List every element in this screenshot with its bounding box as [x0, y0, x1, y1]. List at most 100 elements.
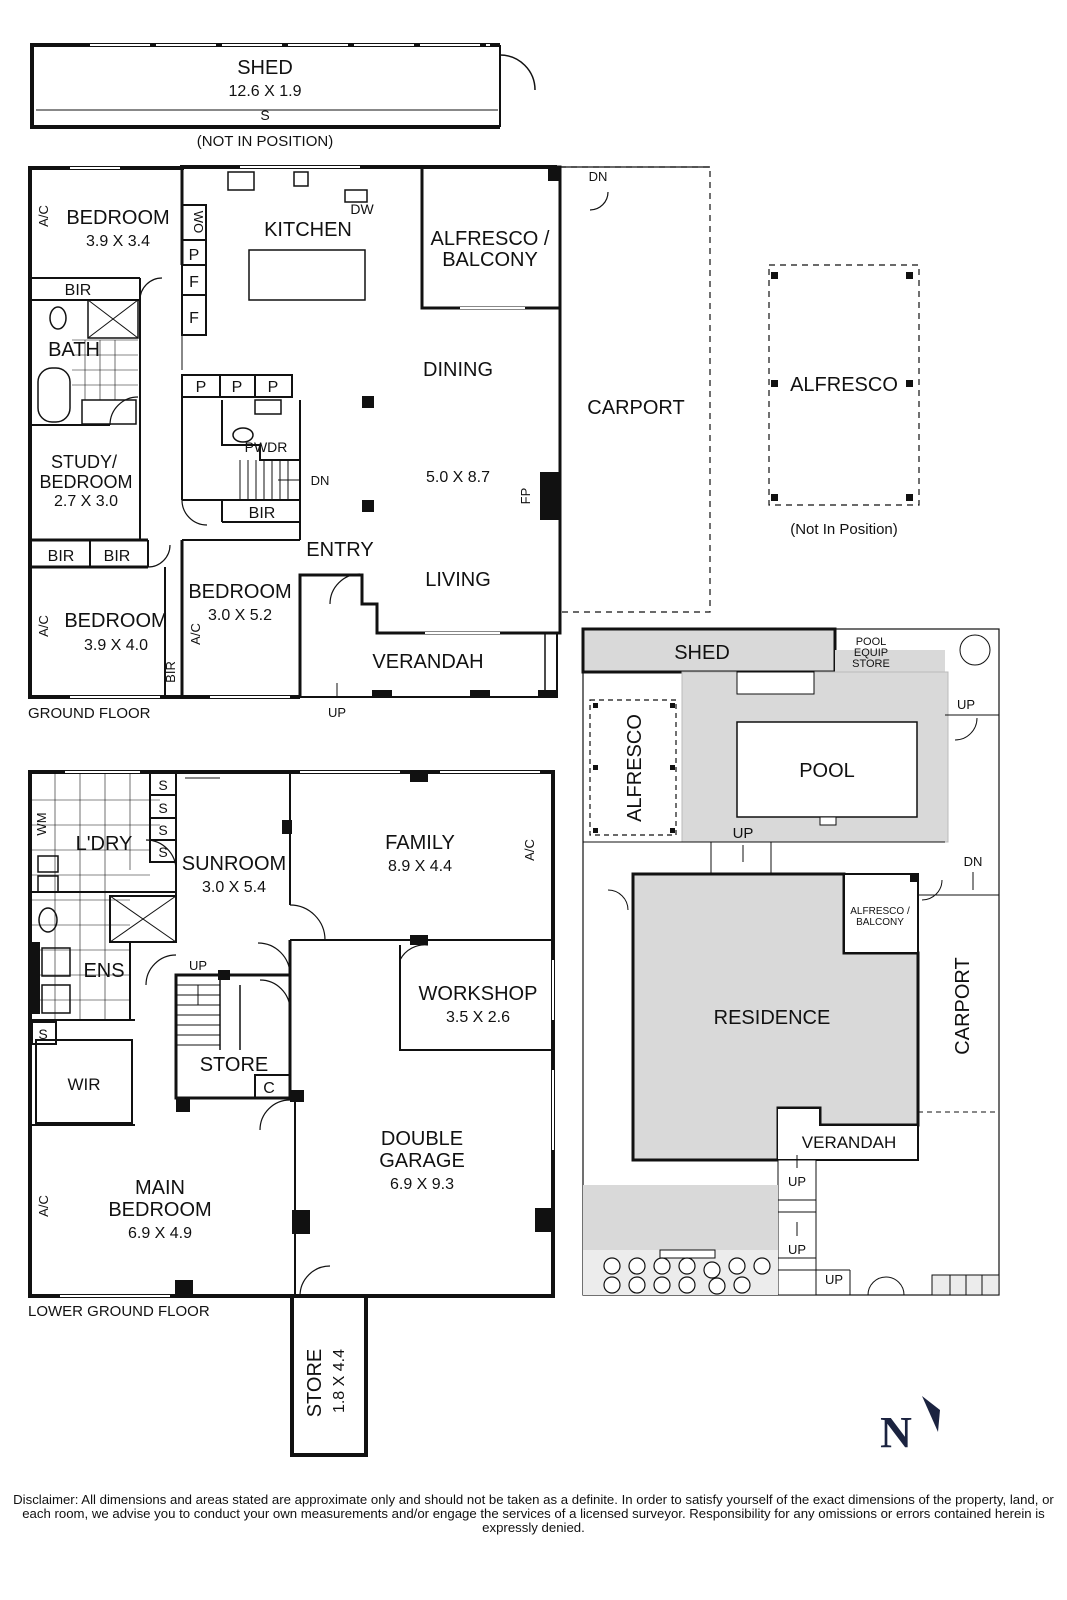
ac-label-1: A/C — [36, 205, 51, 227]
pantry-label-2: P — [196, 379, 207, 396]
wm-label: WM — [34, 812, 49, 835]
site-shed-label: SHED — [674, 642, 730, 664]
pool-equip-label-1: POOL — [856, 636, 887, 648]
bedroom-1-size: 3.9 X 3.4 — [86, 233, 150, 250]
up-label-2: UP — [189, 958, 207, 973]
verandah-label: VERANDAH — [372, 651, 483, 673]
ac-label-4: A/C — [522, 839, 537, 861]
ac-label-3: A/C — [36, 615, 51, 637]
garage-size: 6.9 X 9.3 — [390, 1176, 454, 1193]
site-up-label-1: UP — [957, 697, 975, 712]
shed-size: 12.6 X 1.9 — [229, 83, 302, 100]
pantry-label-1: P — [189, 247, 200, 264]
bedroom-3-size: 3.9 X 4.0 — [84, 637, 148, 654]
pantry-label-3: P — [232, 379, 243, 396]
store-label: STORE — [200, 1054, 269, 1076]
bedroom-1-name: BEDROOM — [66, 207, 169, 229]
site-up-label-2: UP — [733, 825, 754, 842]
lower-ground-floor-labels: WM L'DRY S S S S SUNROOM 3.0 X 5.4 FAMIL… — [28, 777, 537, 1417]
sunroom-size: 3.0 X 5.4 — [202, 879, 266, 896]
shelf-label-4: S — [158, 844, 167, 860]
family-size: 8.9 X 4.4 — [388, 858, 452, 875]
site-dn-label: DN — [964, 854, 983, 869]
north-compass: N — [880, 1396, 940, 1457]
ground-floor-labels: KITCHEN DW WO P F F P P P ALFRESCO / BAL… — [28, 169, 685, 722]
bir-label-1: BIR — [65, 282, 92, 299]
fp-label: FP — [518, 488, 533, 505]
site-up-label-3: UP — [788, 1174, 806, 1189]
disclaimer-text: Disclaimer: All dimensions and areas sta… — [13, 1492, 1054, 1535]
ens-label: ENS — [83, 960, 124, 982]
dw-label: DW — [350, 201, 374, 217]
bir-label-2: BIR — [48, 548, 75, 565]
family-label: FAMILY — [385, 832, 455, 854]
study-size: 2.7 X 3.0 — [54, 493, 118, 510]
kitchen-label: KITCHEN — [264, 219, 352, 241]
fridge-label-1: F — [189, 274, 199, 291]
up-label-1: UP — [328, 705, 346, 720]
bedroom-3-name: BEDROOM — [64, 610, 167, 632]
shed-note: (NOT IN POSITION) — [197, 133, 333, 150]
bedroom-2-name: BEDROOM — [188, 581, 291, 603]
store-2-size: 1.8 X 4.4 — [331, 1349, 348, 1413]
shelf-label-3: S — [158, 822, 167, 838]
garage-label-1: DOUBLE — [381, 1128, 463, 1150]
bir-label-4: BIR — [249, 505, 276, 522]
lower-floor-caption: LOWER GROUND FLOOR — [28, 1303, 210, 1320]
north-letter: N — [880, 1408, 912, 1457]
study-label-2: BEDROOM — [39, 472, 132, 492]
wo-label: WO — [191, 211, 206, 233]
pool-equip-label-3: STORE — [852, 658, 890, 670]
site-plan-labels: SHED POOL EQUIP STORE POOL ALFRESCO UP U… — [624, 636, 982, 1287]
top-shed: SHED 12.6 X 1.9 S (NOT IN POSITION) — [30, 43, 536, 150]
entry-label: ENTRY — [306, 539, 373, 561]
site-alfresco-balcony-label-2: BALCONY — [856, 917, 904, 928]
alfresco-balcony-label-2: BALCONY — [442, 249, 538, 271]
workshop-label: WORKSHOP — [419, 983, 538, 1005]
main-bedroom-label-1: MAIN — [135, 1177, 185, 1199]
main-bedroom-label-2: BEDROOM — [108, 1199, 211, 1221]
workshop-size: 3.5 X 2.6 — [446, 1009, 510, 1026]
pantry-label-4: P — [268, 379, 279, 396]
shelf-label-1: S — [158, 777, 167, 793]
garage-label-2: GARAGE — [379, 1150, 465, 1172]
site-up-label-5: UP — [825, 1272, 843, 1287]
dining-label: DINING — [423, 359, 493, 381]
site-verandah-label: VERANDAH — [802, 1133, 896, 1152]
bir-label-3: BIR — [104, 548, 131, 565]
dn-label-1: DN — [311, 473, 330, 488]
pwdr-label: PWDR — [245, 439, 288, 455]
bedroom-2-size: 3.0 X 5.2 — [208, 607, 272, 624]
alfresco-note: (Not In Position) — [790, 521, 898, 538]
shelf-label-5: S — [38, 1026, 47, 1042]
pool-label: POOL — [799, 760, 855, 782]
dn-label-2: DN — [589, 169, 608, 184]
wir-label: WIR — [67, 1075, 100, 1094]
study-label-1: STUDY/ — [51, 452, 117, 472]
cupboard-label: C — [263, 1080, 275, 1097]
carport-label: CARPORT — [587, 397, 684, 419]
ground-floor-plan — [28, 165, 711, 699]
ground-floor-caption: GROUND FLOOR — [28, 705, 151, 722]
site-alfresco-balcony-label-1: ALFRESCO / — [850, 906, 910, 917]
laundry-label: L'DRY — [76, 833, 133, 855]
shed-code: S — [260, 107, 269, 123]
site-up-label-4: UP — [788, 1242, 806, 1257]
sunroom-label: SUNROOM — [182, 853, 286, 875]
site-carport-label: CARPORT — [952, 957, 974, 1054]
fridge-label-2: F — [189, 310, 199, 327]
living-label: LIVING — [425, 569, 491, 591]
bir-label-5: BIR — [163, 661, 178, 683]
alfresco-label: ALFRESCO — [790, 374, 898, 396]
pool-equip-label-2: EQUIP — [854, 647, 888, 659]
shed-name: SHED — [237, 57, 293, 79]
store-2-label: STORE — [304, 1349, 326, 1418]
residence-label: RESIDENCE — [714, 1007, 831, 1029]
shelf-label-2: S — [158, 800, 167, 816]
dining-size: 5.0 X 8.7 — [426, 469, 490, 486]
north-arrow-icon — [922, 1396, 940, 1432]
site-plan — [581, 627, 1000, 1296]
alfresco-not-in-position: ALFRESCO (Not In Position) — [768, 264, 920, 538]
ac-label-2: A/C — [188, 623, 203, 645]
